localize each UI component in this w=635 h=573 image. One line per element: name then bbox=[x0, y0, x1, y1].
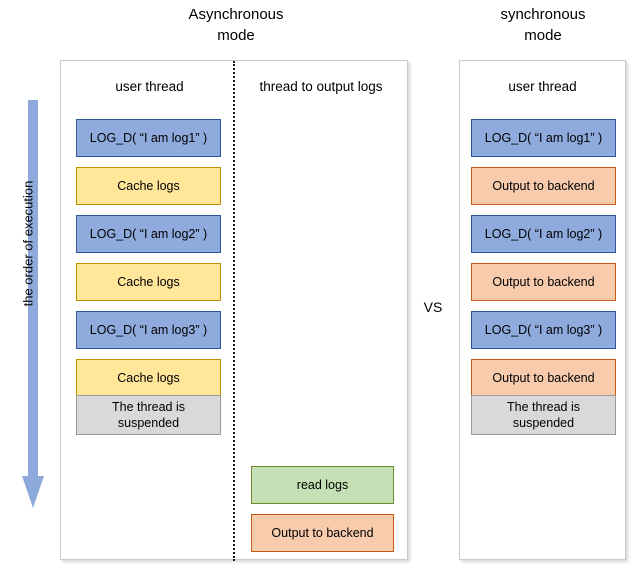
arrow-head-down-icon bbox=[22, 476, 44, 508]
sync-mode-title: synchronous mode bbox=[457, 4, 629, 46]
async-mode-title: Asynchronous mode bbox=[146, 4, 326, 46]
async-mode-panel: user thread thread to output logs LOG_D(… bbox=[60, 60, 408, 561]
column-header-output-logs-thread: thread to output logs bbox=[259, 79, 383, 94]
async-step-read-logs[interactable]: read logs bbox=[251, 466, 394, 504]
column-header-user-thread-async: user thread bbox=[115, 79, 184, 94]
sync-step-output-to-backend-2[interactable]: Output to backend bbox=[471, 263, 616, 301]
sync-step-output-to-backend-3[interactable]: Output to backend bbox=[471, 359, 616, 397]
sync-mode-title-line2: mode bbox=[524, 27, 562, 44]
order-of-execution-arrow-icon bbox=[22, 100, 44, 510]
async-step-cache-logs-2[interactable]: Cache logs bbox=[76, 263, 221, 301]
column-header-user-thread-sync: user thread bbox=[508, 79, 577, 94]
sync-step-log2[interactable]: LOG_D( “I am log2” ) bbox=[471, 215, 616, 253]
sync-mode-panel: user thread LOG_D( “I am log1” ) Output … bbox=[459, 60, 626, 560]
sync-step-log3[interactable]: LOG_D( “I am log3” ) bbox=[471, 311, 616, 349]
order-of-execution-label: the order of execution bbox=[20, 180, 36, 307]
vs-label: VS bbox=[423, 299, 443, 315]
async-step-thread-suspended[interactable]: The thread is suspended bbox=[76, 395, 221, 435]
sync-step-thread-suspended[interactable]: The thread is suspended bbox=[471, 395, 616, 435]
async-step-log3[interactable]: LOG_D( “I am log3” ) bbox=[76, 311, 221, 349]
async-step-output-to-backend[interactable]: Output to backend bbox=[251, 514, 394, 552]
async-step-log1[interactable]: LOG_D( “I am log1” ) bbox=[76, 119, 221, 157]
async-step-log2[interactable]: LOG_D( “I am log2” ) bbox=[76, 215, 221, 253]
thread-divider-line bbox=[233, 61, 235, 561]
sync-mode-title-line1: synchronous bbox=[500, 6, 586, 23]
sync-step-output-to-backend-1[interactable]: Output to backend bbox=[471, 167, 616, 205]
async-mode-title-line1: Asynchronous bbox=[188, 6, 284, 23]
async-step-cache-logs-3[interactable]: Cache logs bbox=[76, 359, 221, 397]
async-step-cache-logs-1[interactable]: Cache logs bbox=[76, 167, 221, 205]
arrow-shaft bbox=[28, 100, 38, 478]
sync-step-log1[interactable]: LOG_D( “I am log1” ) bbox=[471, 119, 616, 157]
async-mode-title-line2: mode bbox=[217, 27, 255, 44]
